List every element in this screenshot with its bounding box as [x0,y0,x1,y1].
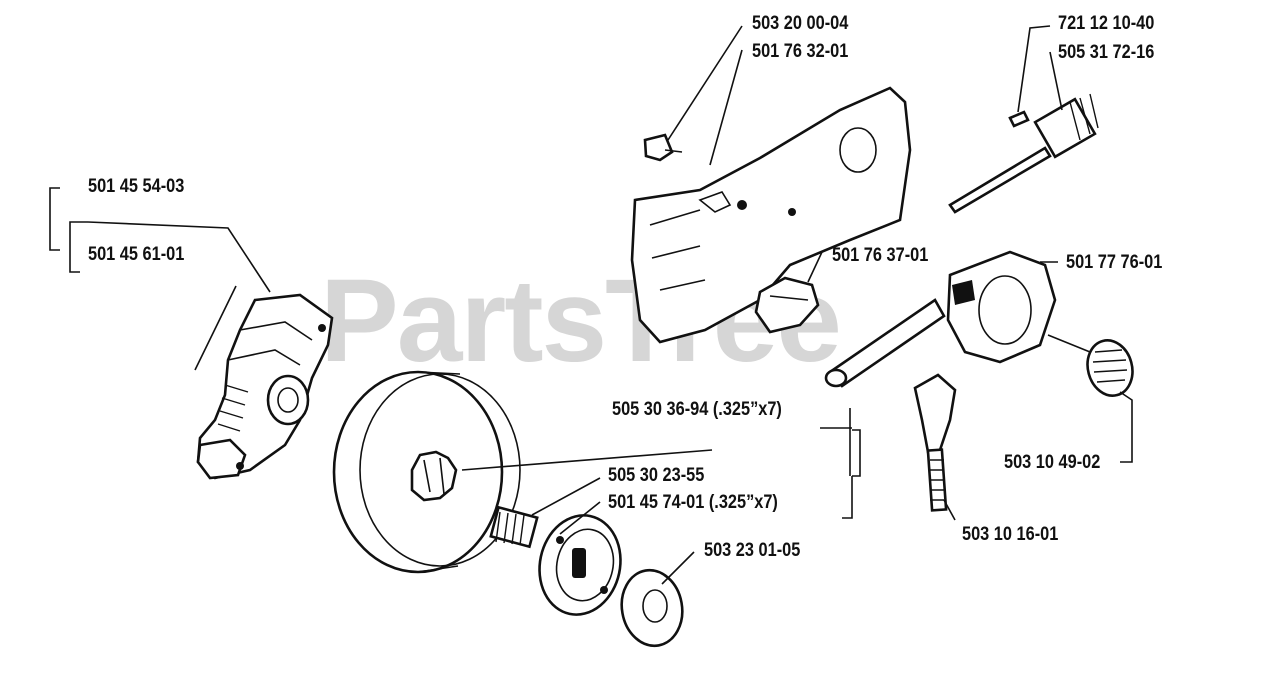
part-label: 503 20 00-04 [752,13,849,34]
washer [620,568,684,648]
part-label: 505 30 23-55 [608,465,705,486]
drive-shaft [948,93,1099,214]
chain-catcher [754,276,820,334]
part-label: 503 23 01-05 [704,540,801,561]
part-label: 501 76 37-01 [832,245,929,266]
adjuster-screw [913,373,957,512]
part-label: 721 12 10-40 [1058,13,1155,34]
part-label: 501 45 61-01 [88,244,185,265]
part-label: 505 30 36-94 (.325”x7) [612,399,782,420]
rim-sprocket [538,514,622,616]
needle-bearing [489,505,539,549]
part-label: 503 10 49-02 [1004,452,1101,473]
oil-pump [824,250,1057,388]
part-label: 501 76 32-01 [752,41,849,62]
part-label: 501 77 76-01 [1066,252,1163,273]
clutch-drum [332,370,521,574]
part-label: 501 45 54-03 [88,176,185,197]
leader-lines [49,25,1133,585]
part-label: 505 31 72-16 [1058,42,1155,63]
nut [1086,339,1134,397]
part-label: 501 45 74-01 (.325”x7) [608,492,778,513]
part-label: 503 10 16-01 [962,524,1059,545]
guide-plate [630,86,912,344]
clutch-assembly [196,293,334,480]
